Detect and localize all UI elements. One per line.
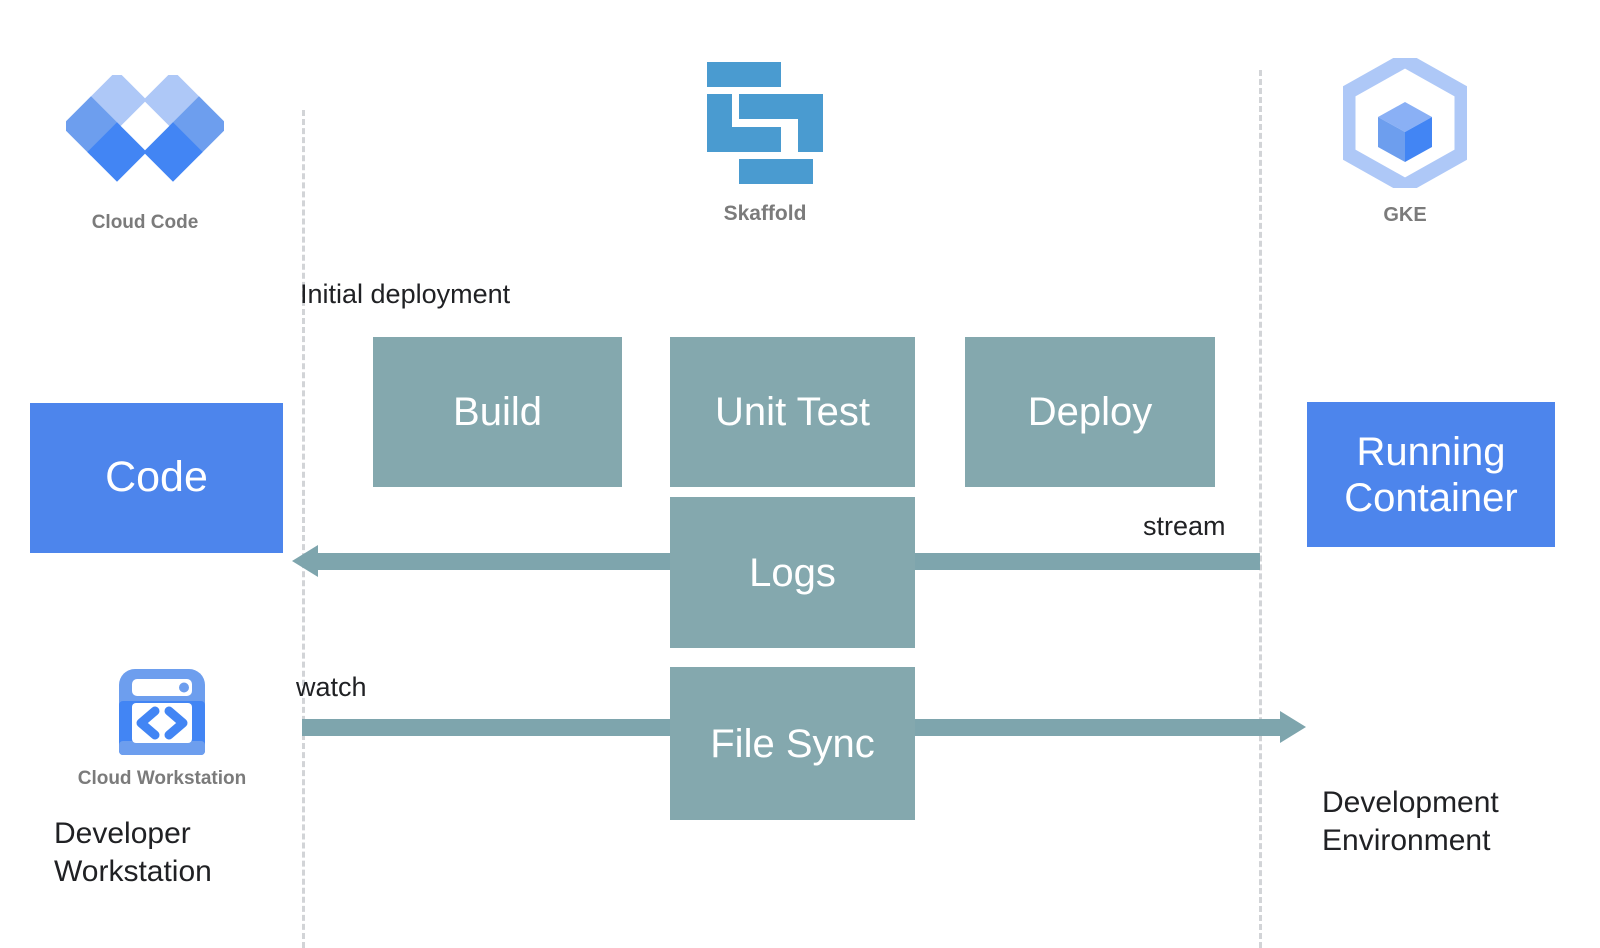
box-file-sync[interactable]: File Sync bbox=[670, 667, 915, 820]
logo-caption-gke: GKE bbox=[1383, 204, 1427, 226]
logo-cloud-workstation: Cloud Workstation bbox=[58, 665, 266, 790]
boundary-line-right bbox=[1259, 70, 1262, 948]
label-stream: stream bbox=[1143, 511, 1226, 541]
logo-skaffold: Skaffold bbox=[665, 62, 865, 226]
label-development-environment: Development Environment bbox=[1322, 786, 1499, 858]
skaffold-s-icon bbox=[706, 62, 824, 184]
label-developer-workstation: Developer Workstation bbox=[54, 817, 212, 889]
logo-caption-cloud-workstation: Cloud Workstation bbox=[77, 768, 247, 789]
box-code[interactable]: Code bbox=[30, 403, 283, 553]
gke-hexagon-cube-icon bbox=[1343, 58, 1467, 188]
logo-caption-skaffold: Skaffold bbox=[723, 202, 807, 225]
box-running-container[interactable]: Running Container bbox=[1307, 402, 1555, 547]
label-initial-deployment: Initial deployment bbox=[300, 279, 511, 309]
logs-arrow-head bbox=[292, 545, 318, 577]
box-build[interactable]: Build bbox=[373, 337, 622, 487]
label-watch: watch bbox=[296, 672, 367, 702]
logo-cloud-code: Cloud Code bbox=[45, 75, 245, 234]
box-unit-test[interactable]: Unit Test bbox=[670, 337, 915, 487]
cloud-code-diamonds-icon bbox=[66, 75, 224, 193]
file-sync-arrow-head bbox=[1280, 711, 1306, 743]
logo-caption-cloud-code: Cloud Code bbox=[91, 212, 199, 233]
box-deploy[interactable]: Deploy bbox=[965, 337, 1215, 487]
boundary-line-left bbox=[302, 110, 305, 948]
logo-gke: GKE bbox=[1305, 58, 1505, 227]
box-logs[interactable]: Logs bbox=[670, 497, 915, 648]
cloud-workstation-code-icon bbox=[115, 665, 209, 759]
